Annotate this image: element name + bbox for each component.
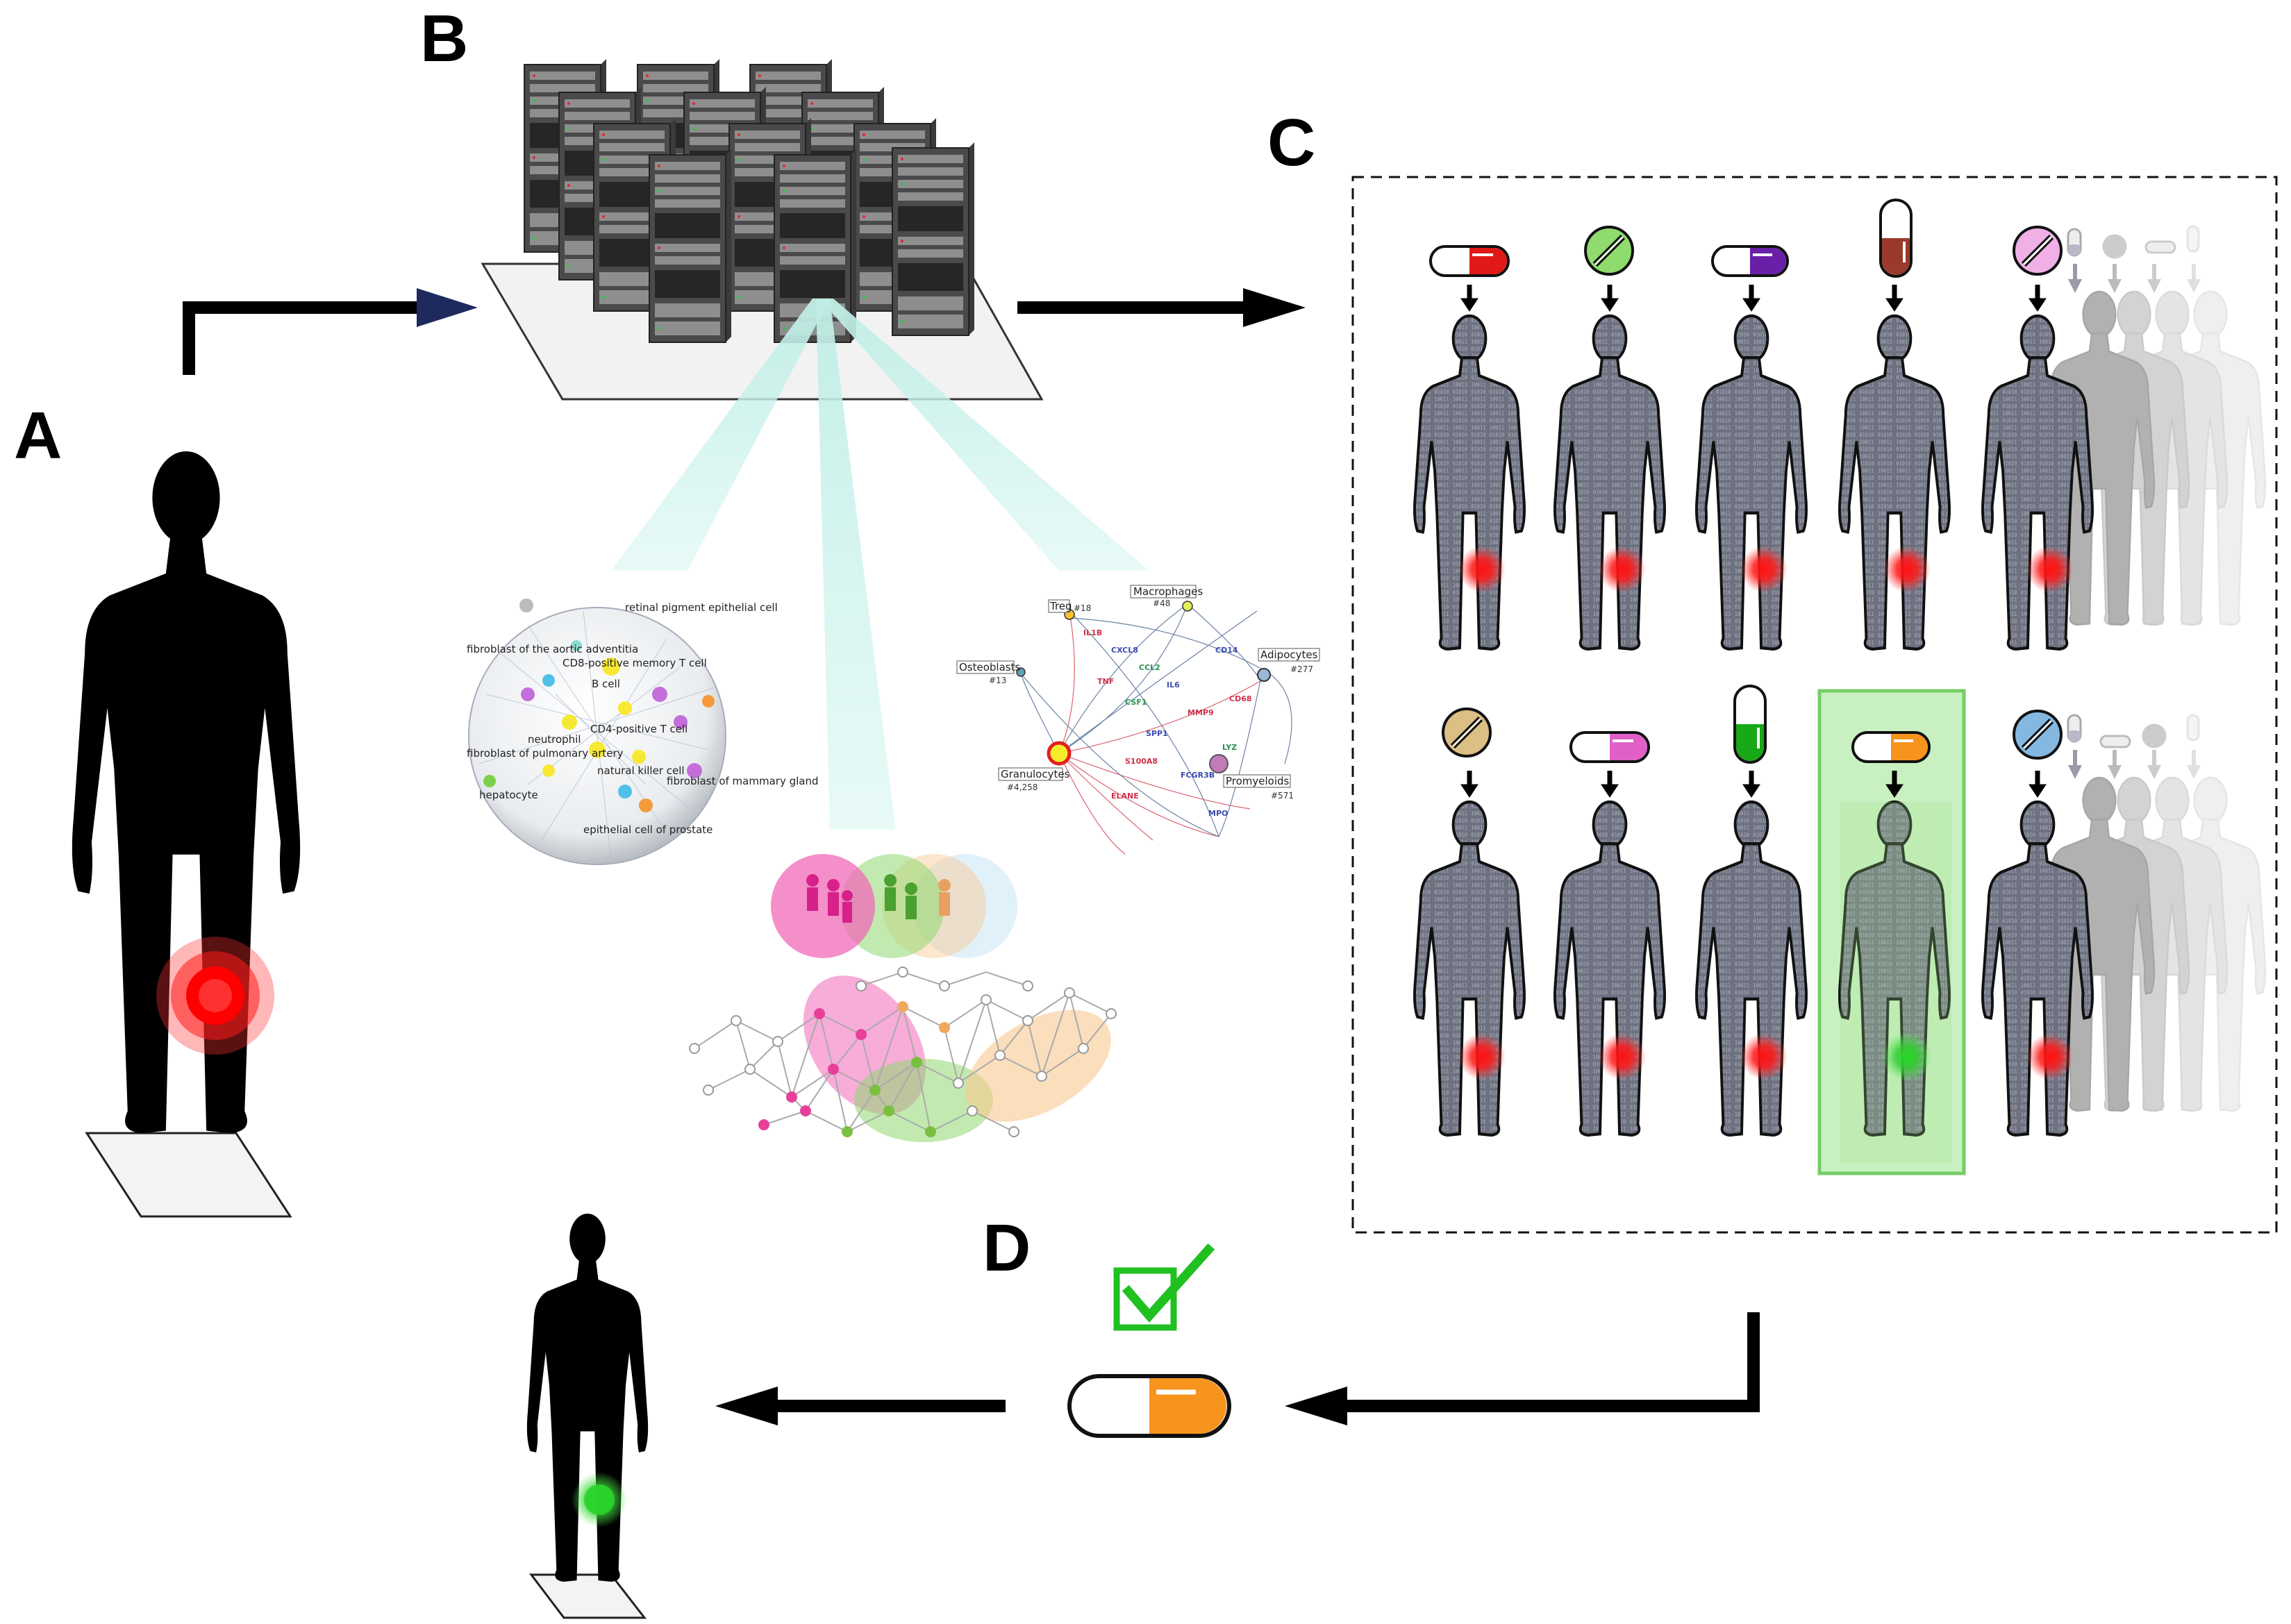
hub-count-promyeloids: #571	[1271, 791, 1294, 801]
svg-text:IL1B: IL1B	[1083, 628, 1102, 637]
svg-text:FCGR3B: FCGR3B	[1181, 771, 1215, 780]
svg-text:CD68: CD68	[1229, 694, 1252, 703]
svg-text:CXCL8: CXCL8	[1111, 646, 1138, 655]
hub-label-promyeloids: Promyeloids	[1226, 775, 1290, 787]
orange-capsule-icon	[1851, 731, 1931, 763]
cell-label: CD8-positive memory T cell	[563, 657, 707, 669]
cell-label: fibroblast of pulmonary artery	[467, 747, 624, 760]
data-beams	[611, 299, 1149, 830]
hub-label-macrophages: Macrophages	[1133, 585, 1203, 598]
hub-label-adipocytes: Adipocytes	[1260, 648, 1318, 661]
hub-count-granulocytes: #4,258	[1007, 782, 1038, 792]
svg-text:MMP9: MMP9	[1188, 708, 1214, 717]
green-capsule-icon	[1733, 685, 1767, 764]
additional-treatments-row2	[2067, 714, 2201, 779]
selected-check-icon	[1113, 1243, 1215, 1331]
cell-label: epithelial cell of prostate	[583, 823, 713, 836]
red-capsule-icon	[1429, 245, 1510, 277]
healthy-outcome-marker	[1882, 1032, 1932, 1082]
hub-count-osteoblasts: #13	[989, 676, 1006, 685]
treatment-simulation-box	[1351, 176, 2278, 1234]
cell-label: B cell	[592, 678, 620, 690]
disease-site-marker	[156, 937, 274, 1055]
treated-patient-platform	[528, 1573, 647, 1619]
cell-label: retinal pigment epithelial cell	[625, 601, 778, 614]
hub-label-treg: Treg	[1049, 600, 1072, 612]
gene-network	[689, 966, 1117, 1142]
cell-type-network: retinal pigment epithelial cell fibrobla…	[467, 598, 819, 865]
hub-box	[1048, 599, 1070, 613]
arrow-b-to-c	[1017, 288, 1306, 327]
svg-text:SPP1: SPP1	[1146, 729, 1168, 738]
pink-tablet-icon	[2013, 226, 2063, 276]
tan-tablet-icon	[1442, 708, 1492, 757]
hub-box	[998, 767, 1063, 781]
svg-text:S100A8: S100A8	[1125, 757, 1158, 766]
svg-text:CSF1: CSF1	[1125, 698, 1147, 707]
brown-capsule-icon	[1879, 199, 1913, 278]
additional-treatments-row1	[2067, 225, 2201, 293]
magenta-capsule-icon	[1569, 731, 1650, 763]
blue-tablet-icon	[2013, 710, 2063, 760]
dosing-arrows	[1460, 285, 2047, 798]
green-tablet-icon	[1584, 226, 1634, 276]
digital-twin-row-1	[1415, 316, 2092, 649]
patient-platform	[85, 1132, 292, 1218]
purple-capsule-icon	[1711, 245, 1789, 277]
hub-count-macrophages: #48	[1153, 598, 1170, 608]
svg-text:CCL2: CCL2	[1139, 663, 1160, 672]
hub-box	[1223, 774, 1291, 788]
cell-label: natural killer cell	[597, 764, 685, 777]
treatment-row-2	[1442, 685, 2063, 764]
svg-text:IL6: IL6	[1167, 680, 1180, 689]
treatment-row-1	[1429, 199, 2063, 278]
patient-stratification	[771, 854, 1017, 958]
cell-label: CD4-positive T cell	[590, 723, 688, 735]
hub-count-adipocytes: #277	[1290, 664, 1313, 674]
panel-label-d: D	[983, 1211, 1031, 1285]
hub-count-treg: #18	[1074, 603, 1091, 613]
immune-hub-network: IL1B CXCL8 CCL2 TNF IL6 CSF1 MMP9 SPP1 C…	[956, 585, 1320, 855]
digital-twin-row-2	[1415, 802, 2092, 1163]
treated-patient-silhouette	[526, 1214, 649, 1582]
svg-text:MPO: MPO	[1208, 809, 1228, 818]
hub-label-granulocytes: Granulocytes	[1001, 768, 1070, 780]
hub-label-osteoblasts: Osteoblasts	[959, 661, 1020, 673]
cell-label: fibroblast of mammary gland	[667, 775, 819, 787]
cell-label: fibroblast of the aortic adventitia	[467, 643, 638, 655]
svg-text:ELANE: ELANE	[1111, 792, 1139, 801]
svg-text:LYZ: LYZ	[1222, 743, 1237, 752]
hub-box	[1258, 648, 1320, 662]
svg-text:CD14: CD14	[1215, 646, 1238, 655]
selected-drug-capsule-icon	[1067, 1374, 1231, 1438]
panel-label-b: B	[420, 1, 468, 76]
arrow-d-to-patient	[715, 1387, 1006, 1425]
hub-box	[1130, 585, 1197, 598]
arrow-c-to-d	[1285, 1312, 1760, 1425]
cell-label: neutrophil	[528, 733, 581, 746]
svg-text:TNF: TNF	[1097, 677, 1114, 686]
panel-label-c: C	[1267, 106, 1315, 180]
cell-label: hepatocyte	[479, 789, 538, 801]
panel-label-a: A	[14, 399, 62, 473]
arrow-a-to-b	[183, 288, 478, 375]
hub-box	[956, 660, 1015, 674]
